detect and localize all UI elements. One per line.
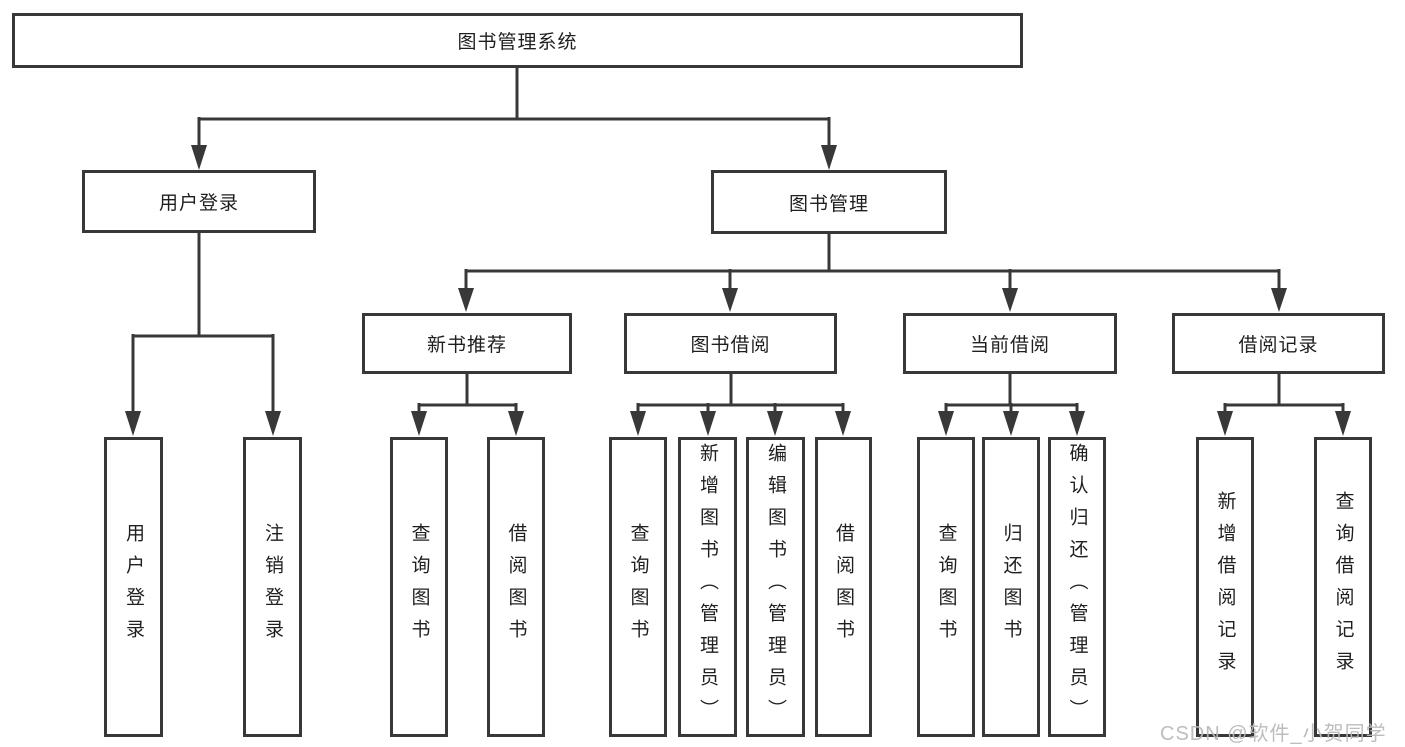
leaf-label: 借阅图书 [833, 523, 854, 651]
node-library-management-system: 图书管理系统 [12, 13, 1023, 68]
node-book-management: 图书管理 [711, 170, 947, 234]
node-current-borrowing: 当前借阅 [903, 313, 1117, 374]
connector-user-login-to-leaves [131, 233, 275, 414]
connector-new-book-to-leaves [417, 374, 518, 414]
leaf-borrow-books-recommend: 借阅图书 [487, 437, 545, 737]
leaf-label: 用户登录 [123, 523, 144, 651]
leaf-label: 归还图书 [1000, 523, 1022, 651]
node-book-borrowing: 图书借阅 [624, 313, 837, 374]
leaf-query-books-current: 查询图书 [917, 437, 975, 737]
arrowheads-level3 [458, 288, 1287, 312]
connector-borrow-record-to-leaves [1223, 374, 1345, 414]
leaf-label: 确认归还（管理员） [1066, 443, 1088, 731]
leaf-label: 新增借阅记录 [1214, 491, 1236, 683]
leaf-add-borrow-record: 新增借阅记录 [1196, 437, 1254, 737]
arrowheads-level2 [191, 145, 837, 170]
arrowheads-user-login-leaves [125, 411, 281, 436]
leaf-query-borrow-record: 查询借阅记录 [1314, 437, 1372, 737]
leaf-return-books: 归还图书 [982, 437, 1040, 737]
connector-current-borrow-to-leaves [944, 374, 1079, 414]
arrowheads-leaves [411, 411, 1351, 436]
node-borrowing-records: 借阅记录 [1172, 313, 1385, 374]
leaf-confirm-return-admin: 确认归还（管理员） [1048, 437, 1106, 737]
csdn-watermark: CSDN @软件_小贺同学 [1160, 723, 1387, 745]
leaf-borrow-books-borrowing: 借阅图书 [815, 437, 872, 737]
node-user-login: 用户登录 [82, 170, 316, 233]
leaf-edit-books-admin: 编辑图书（管理员） [746, 437, 805, 737]
connector-book-mgmt-to-level3 [464, 234, 1281, 291]
leaf-query-books-recommend: 查询图书 [390, 437, 448, 737]
leaf-label: 查询图书 [627, 523, 649, 651]
leaf-query-books-borrowing: 查询图书 [609, 437, 667, 737]
leaf-label: 注销登录 [262, 523, 283, 651]
leaf-logout: 注销登录 [243, 437, 302, 737]
leaf-label: 新增图书（管理员） [697, 443, 718, 731]
leaf-label: 查询图书 [935, 523, 957, 651]
connector-book-borrow-to-leaves [636, 374, 845, 414]
leaf-add-books-admin: 新增图书（管理员） [678, 437, 737, 737]
leaf-label: 查询图书 [408, 523, 430, 651]
connector-root-to-level2 [197, 68, 831, 148]
leaf-label: 编辑图书（管理员） [765, 443, 786, 731]
node-new-book-recommendation: 新书推荐 [362, 313, 572, 374]
leaf-label: 查询借阅记录 [1332, 491, 1354, 683]
leaf-label: 借阅图书 [505, 523, 527, 651]
leaf-user-login: 用户登录 [104, 437, 163, 737]
